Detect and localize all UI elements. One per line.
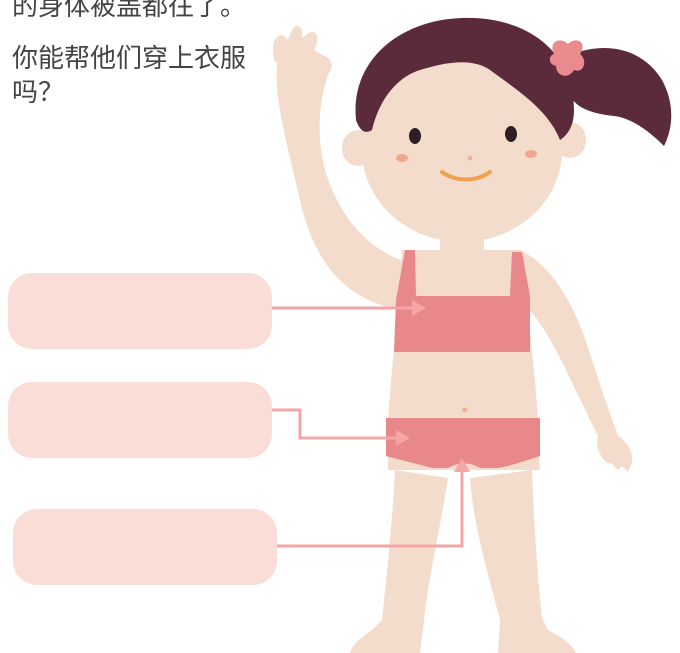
arrowheads (396, 300, 470, 472)
left-leg (350, 470, 448, 653)
belly-button (462, 407, 468, 413)
answer-box-crotch[interactable] (13, 509, 277, 585)
underpants-garment (386, 418, 540, 468)
right-cheek (525, 150, 537, 158)
instruction-text-top: 的身体被盖都往了。 (12, 0, 247, 22)
dress-prompt: 你能帮他们穿上衣服吗？ (12, 44, 247, 108)
nose (467, 155, 473, 161)
mouth (440, 170, 492, 182)
raised-arm (276, 44, 406, 310)
lowered-arm (520, 250, 620, 448)
top-garment (394, 250, 530, 352)
arrow-right-icon (396, 430, 410, 446)
face (362, 58, 562, 242)
clothing (386, 250, 540, 468)
left-ear (342, 130, 374, 166)
right-eye (505, 126, 517, 142)
left-eye (409, 128, 421, 144)
ponytail (560, 48, 672, 146)
lowered-hand (597, 431, 633, 472)
connectors (272, 306, 464, 548)
connector-underpants (272, 408, 398, 440)
answer-box-top[interactable] (8, 273, 272, 349)
connector-crotch (277, 470, 464, 548)
arrow-right-icon (412, 300, 426, 316)
hair-bow-icon (549, 40, 585, 76)
answer-box-underpants[interactable] (8, 382, 272, 458)
right-leg (470, 470, 576, 653)
arrow-up-icon (454, 458, 470, 472)
raised-hand (272, 25, 332, 77)
left-cheek (396, 154, 408, 162)
hair (355, 17, 574, 140)
